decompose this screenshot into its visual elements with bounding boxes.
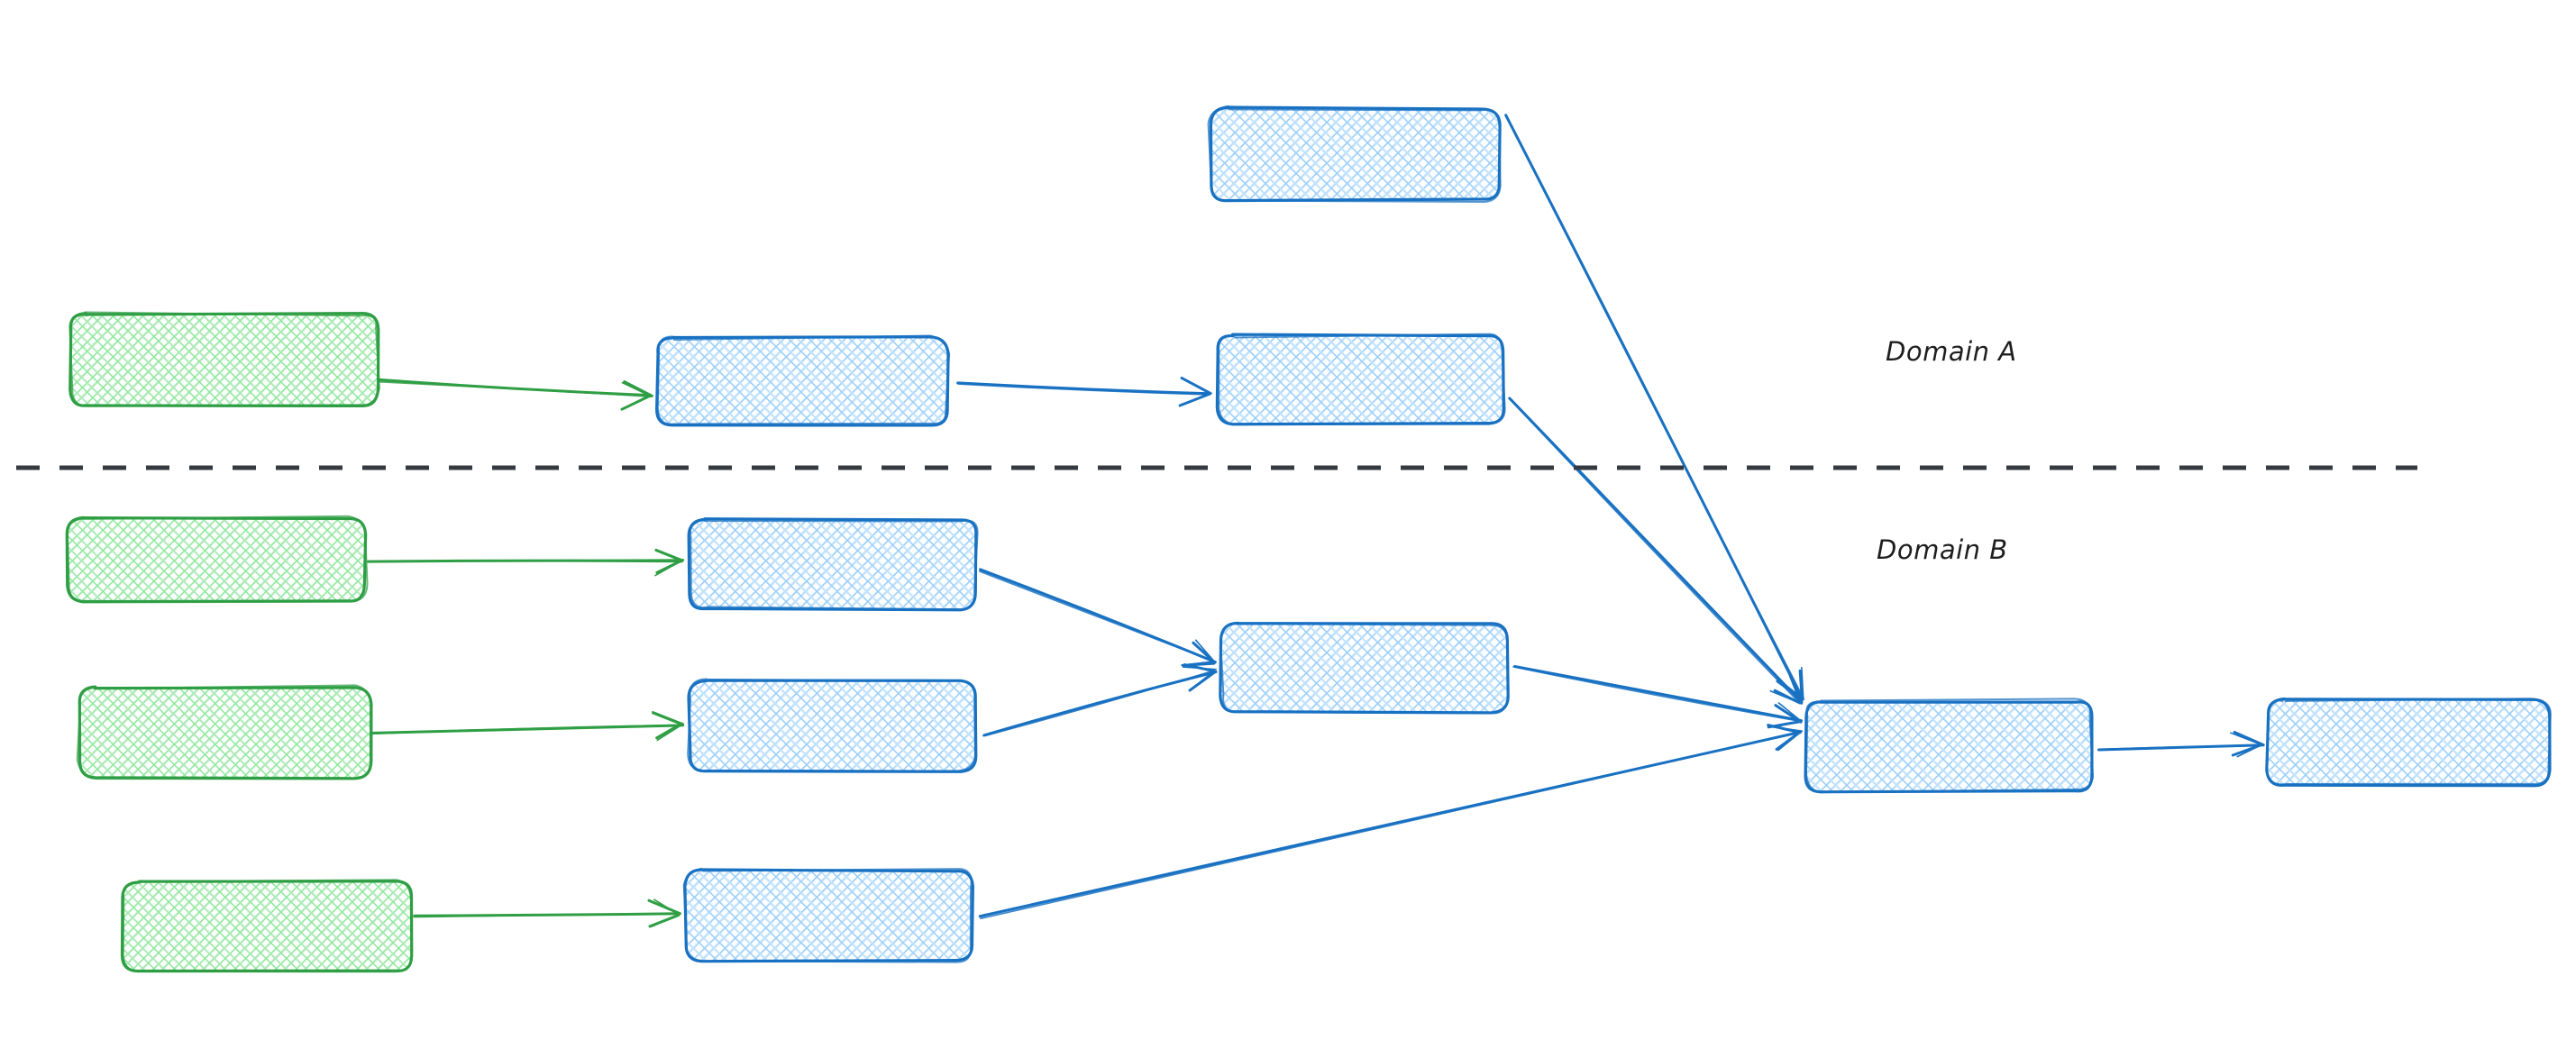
edge-e-blue-b2-to-mid [982,663,1218,737]
node-fill [1805,701,2092,791]
node-outline [1804,698,2095,794]
node-n-blue-hub[interactable] [1804,698,2095,794]
node-outline [122,879,413,973]
domain-label-a: Domain A [1886,336,2017,367]
node-n-green-b1[interactable] [65,515,369,604]
edge-e-blue-top-to-hub [1504,114,1805,701]
node-n-blue-mid[interactable] [1219,621,1510,715]
edge-e-blue-b1-to-mid [979,568,1217,667]
node-outline [690,518,979,611]
node-outline [682,867,973,963]
node-outline [76,684,372,780]
node-n-blue-top[interactable] [1207,105,1502,204]
edge-e-blue-a2-to-hub [1508,397,1804,705]
node-fill [70,314,378,406]
edge-e-blue-b3-to-hub [978,724,1804,920]
node-fill [2268,699,2549,786]
node-n-green-b3[interactable] [120,879,414,973]
node-fill [690,519,976,609]
node-fill [690,681,976,771]
node-fill [1221,624,1508,712]
node-outline [1218,333,1506,425]
node-fill [1210,108,1499,200]
node-n-green-b2[interactable] [76,684,373,780]
edge-e-green-b1-to-blue-b1 [367,548,685,577]
edge-e-green-b2-to-blue-b2 [371,710,685,742]
node-n-blue-b2[interactable] [687,678,978,773]
node-fill [123,881,412,971]
node-n-blue-b3[interactable] [682,867,974,963]
edge-e-blue-mid-to-hub [1512,664,1804,729]
node-fill [657,338,947,425]
node-outline [687,678,976,772]
node-n-blue-b1[interactable] [687,517,979,612]
node-fill [1217,335,1503,424]
node-n-blue-last[interactable] [2265,697,2552,788]
edge-e-blue-a1-to-blue-a2 [956,376,1213,407]
node-layer [65,105,2552,973]
node-n-green-a1[interactable] [69,311,380,407]
node-fill [68,518,365,601]
node-n-blue-a1[interactable] [655,334,951,427]
node-n-blue-a2[interactable] [1215,333,1506,426]
edge-e-hub-to-last [2097,730,2265,758]
node-fill [79,688,370,778]
node-outline [66,515,369,604]
node-outline [69,311,380,407]
node-outline [1207,105,1502,204]
domain-label-b: Domain B [1877,534,2008,565]
node-outline [656,334,951,425]
edge-e-green-b3-to-blue-b3 [413,898,681,928]
node-outline [2266,698,2552,786]
node-outline [1219,621,1509,715]
edge-layer [367,114,2265,928]
node-fill [686,871,973,961]
edge-e-green-a1-to-blue-a1 [377,378,653,411]
